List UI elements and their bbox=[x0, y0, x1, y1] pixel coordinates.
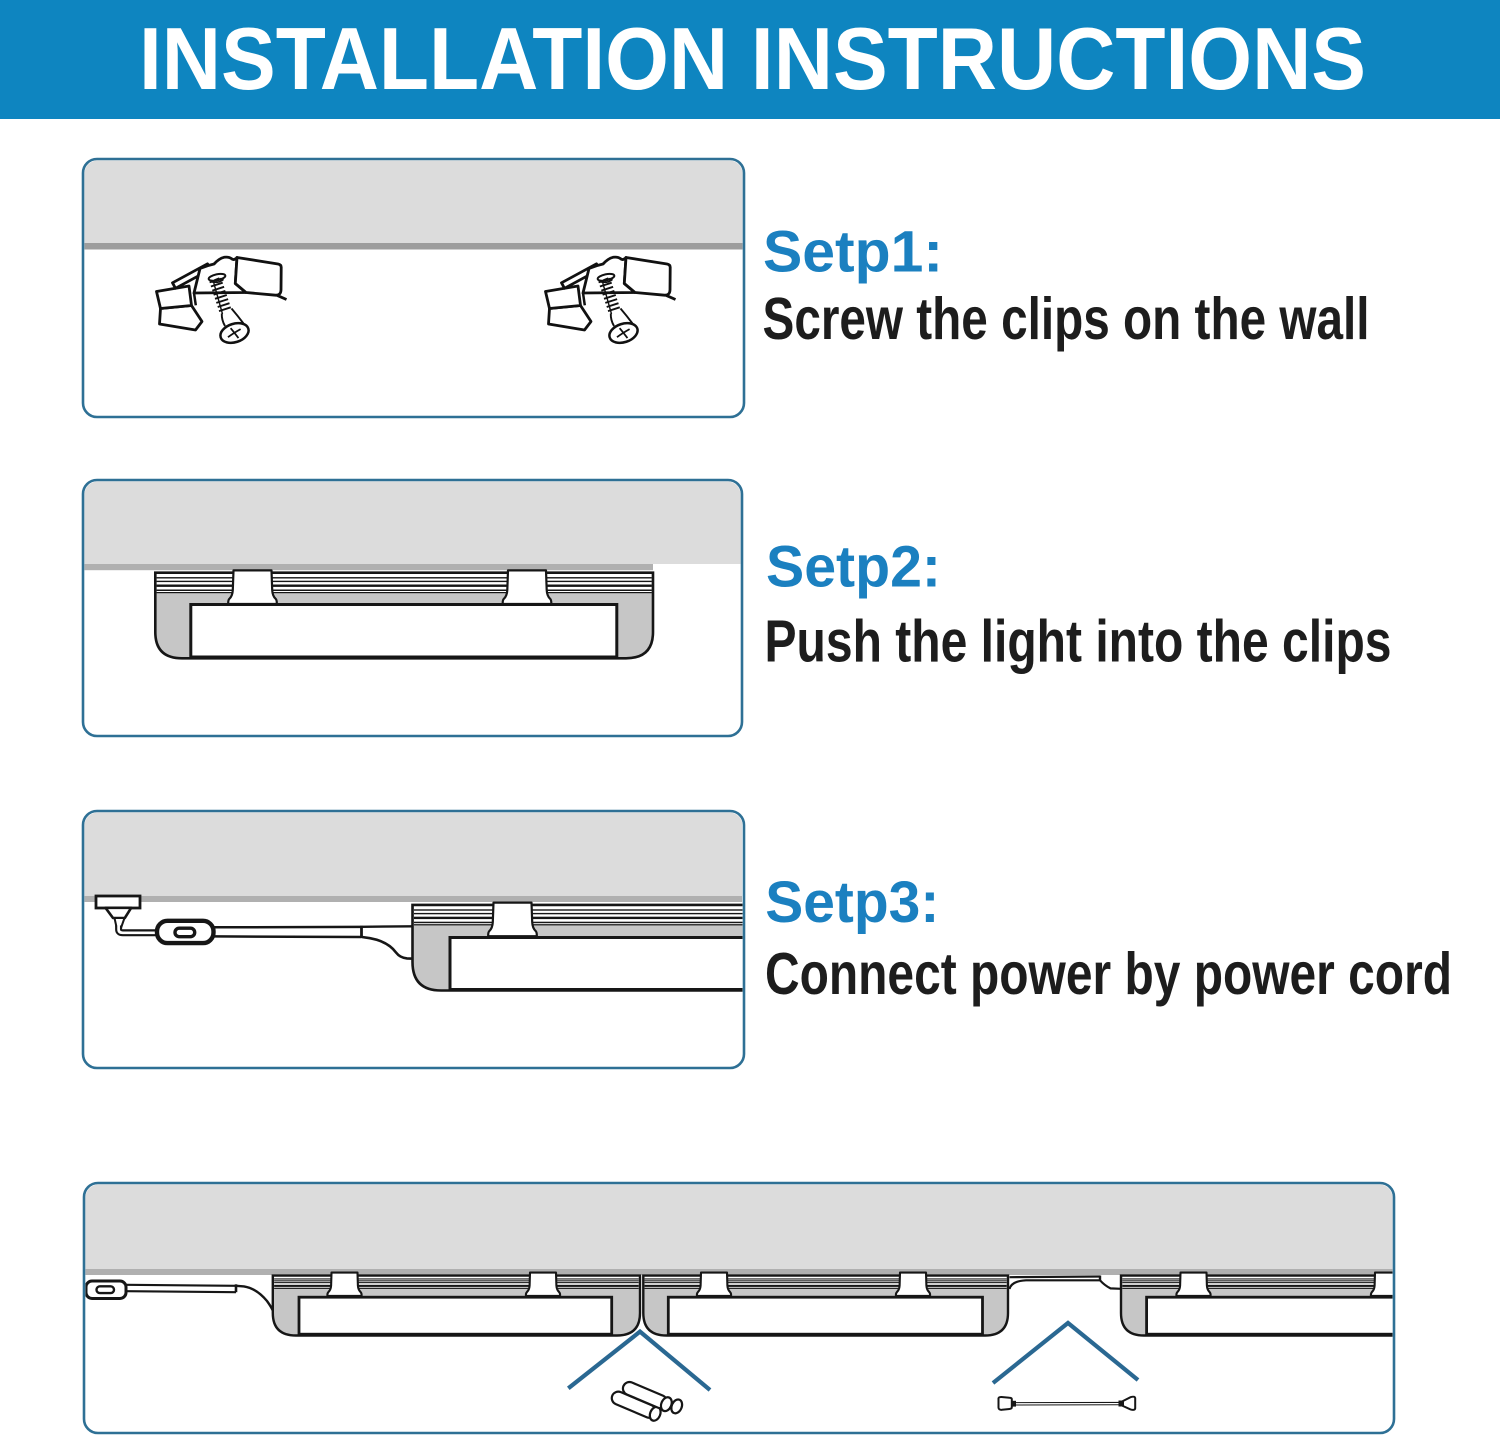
svg-text:Push the light into the clips: Push the light into the clips bbox=[765, 607, 1392, 674]
svg-text:Setp1:: Setp1: bbox=[763, 220, 943, 285]
svg-text:Screw the clips on the wall: Screw the clips on the wall bbox=[763, 285, 1370, 352]
svg-text:Connect power by power cord: Connect power by power cord bbox=[765, 940, 1452, 1007]
svg-text:Setp3:: Setp3: bbox=[765, 870, 939, 935]
svg-text:Setp2:: Setp2: bbox=[766, 535, 941, 600]
svg-text:INSTALLATION INSTRUCTIONS: INSTALLATION INSTRUCTIONS bbox=[139, 9, 1366, 108]
